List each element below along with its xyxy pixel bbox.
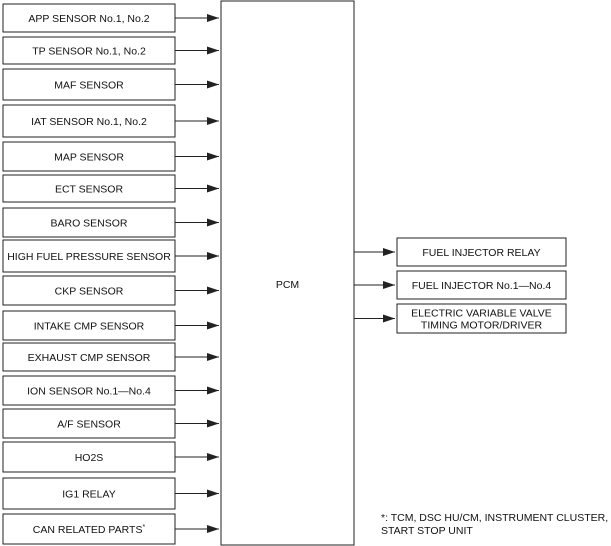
output-label: TIMING MOTOR/DRIVER (421, 319, 543, 331)
input-box (2, 207, 176, 238)
input-item: ION SENSOR No.1—No.4 (2, 375, 219, 406)
input-label: IG1 RELAY (62, 488, 116, 500)
input-box (2, 477, 176, 510)
output-box (396, 237, 567, 267)
input-label: HO2S (75, 452, 104, 464)
input-label: BARO SENSOR (50, 217, 127, 229)
input-label: MAF SENSOR (54, 79, 124, 91)
input-item: IAT SENSOR No.1, No.2 (2, 104, 219, 138)
input-item: HO2S (2, 441, 219, 473)
pcm-label: PCM (276, 279, 299, 291)
footnote-marker: * (142, 524, 145, 531)
input-sensor-list: APP SENSOR No.1, No.2 TP SENSOR No.1, No.… (2, 3, 219, 545)
input-item: HIGH FUEL PRESSURE SENSOR (2, 239, 219, 273)
output-label: ELECTRIC VARIABLE VALVE (411, 307, 552, 319)
input-label: A/F SENSOR (57, 418, 121, 430)
input-item: BARO SENSOR (2, 207, 219, 238)
output-item: FUEL INJECTOR No.1—No.4 (354, 270, 567, 300)
input-box (2, 3, 176, 33)
input-item: MAF SENSOR (2, 68, 219, 101)
input-label: ION SENSOR No.1—No.4 (27, 385, 151, 397)
input-item: ECT SENSOR (2, 174, 219, 203)
input-label: IAT SENSOR No.1, No.2 (31, 116, 147, 128)
input-box (2, 36, 176, 65)
input-item: EXHAUST CMP SENSOR (2, 342, 219, 372)
output-label: FUEL INJECTOR No.1—No.4 (412, 280, 552, 292)
input-label: HIGH FUEL PRESSURE SENSOR (7, 251, 171, 263)
input-item: CAN RELATED PARTS* (2, 513, 219, 545)
input-box (2, 375, 176, 406)
input-box (2, 441, 176, 473)
input-box (2, 68, 176, 101)
input-label: ECT SENSOR (55, 183, 123, 195)
input-label: EXHAUST CMP SENSOR (28, 352, 151, 364)
input-label: MAP SENSOR (54, 151, 124, 163)
input-item: CKP SENSOR (2, 275, 219, 306)
input-item: IG1 RELAY (2, 477, 219, 510)
input-label: CKP SENSOR (55, 285, 124, 297)
footnote: *: TCM, DSC HU/CM, INSTRUMENT CLUSTER, S… (381, 512, 608, 537)
input-box (2, 408, 176, 439)
output-box (396, 270, 567, 300)
input-item: A/F SENSOR (2, 408, 219, 439)
input-box (2, 342, 176, 372)
input-item: APP SENSOR No.1, No.2 (2, 3, 219, 33)
input-item: INTAKE CMP SENSOR (2, 310, 219, 341)
output-box (396, 303, 567, 334)
input-label: CAN RELATED PARTS* (33, 524, 146, 536)
pcm-block (220, 0, 355, 546)
input-label: INTAKE CMP SENSOR (34, 320, 145, 332)
footnote-line-2: START STOP UNIT (381, 525, 473, 537)
output-actuator-list: FUEL INJECTOR RELAY FUEL INJECTOR No.1—No… (354, 237, 567, 334)
input-label: TP SENSOR No.1, No.2 (32, 45, 146, 57)
input-box (2, 310, 176, 341)
input-box (2, 104, 176, 138)
output-label: FUEL INJECTOR RELAY (422, 247, 540, 259)
input-item: MAP SENSOR (2, 141, 219, 172)
input-item: TP SENSOR No.1, No.2 (2, 36, 219, 65)
output-item: FUEL INJECTOR RELAY (354, 237, 567, 267)
footnote-line-1: *: TCM, DSC HU/CM, INSTRUMENT CLUSTER, (381, 512, 608, 524)
input-box (2, 275, 176, 306)
input-label: APP SENSOR No.1, No.2 (28, 13, 149, 25)
